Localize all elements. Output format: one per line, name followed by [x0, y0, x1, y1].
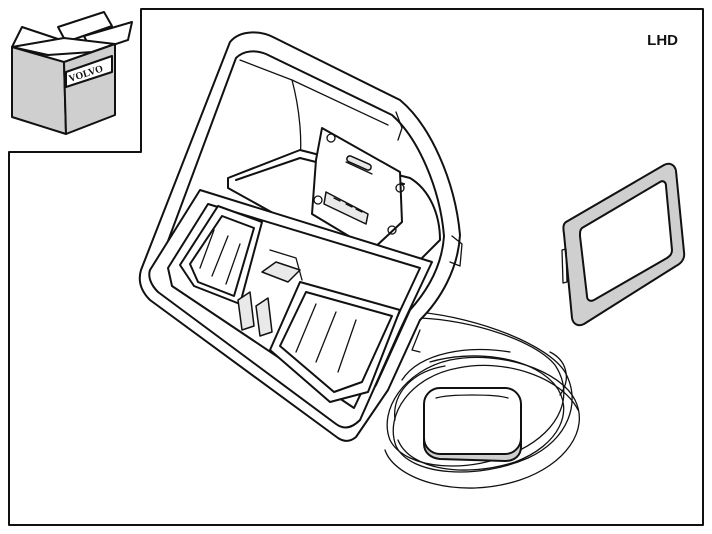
variant-label: LHD: [647, 32, 678, 49]
antenna-cable: [384, 311, 580, 489]
dashboard-mounting-console: [138, 31, 463, 442]
diagram-frame: [8, 8, 704, 526]
kit-box-icon: VOLVO: [11, 11, 133, 135]
gps-antenna: [423, 387, 522, 462]
navigation-display-screen: [561, 162, 686, 327]
